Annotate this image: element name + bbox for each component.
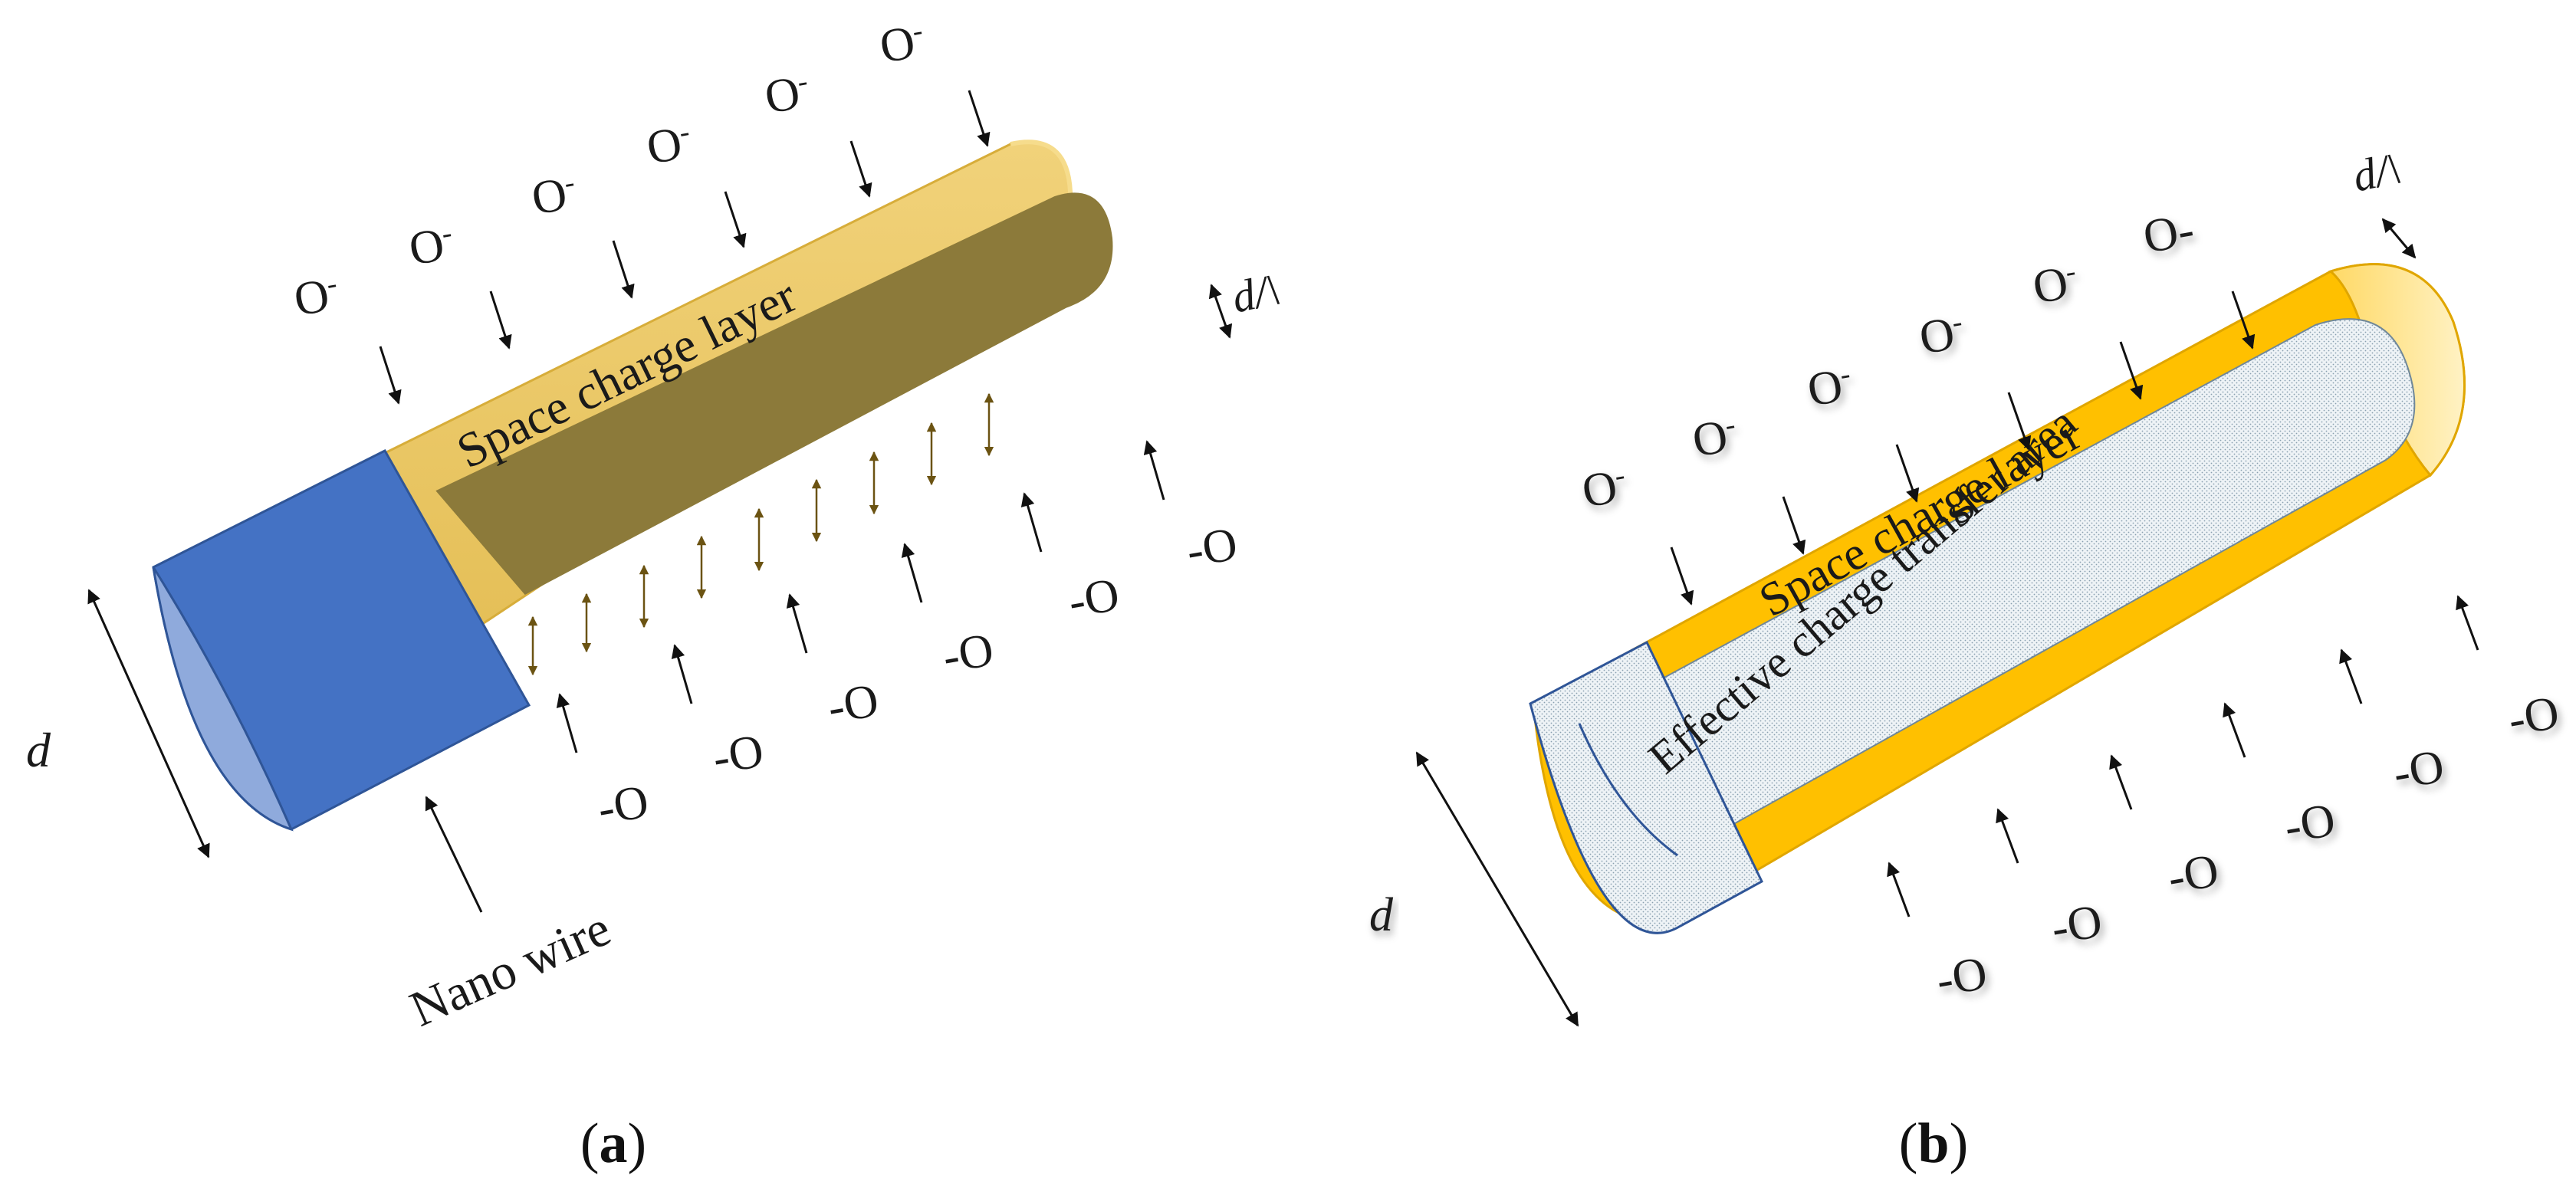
ions-below-b: -O -O -O -O -O -O: [1933, 686, 2563, 1006]
up-arrow: [2109, 754, 2133, 810]
up-arrows-a: [556, 440, 1165, 753]
up-arrow: [1143, 440, 1165, 501]
down-arrow: [1782, 496, 1806, 555]
d-prime-label-b: d/\: [2348, 143, 2404, 201]
ion-label: -O: [939, 623, 997, 683]
ion-label: -O: [1933, 947, 1991, 1006]
down-arrow: [1895, 444, 1920, 503]
ion-label-alt: O-: [2140, 203, 2198, 263]
up-arrow: [786, 593, 808, 654]
panel-a: Space charge layer d d/\ O- O- O- O- O- …: [26, 15, 1284, 1175]
down-arrow: [489, 291, 512, 350]
down-arrow: [379, 346, 402, 405]
ion-label: -O: [2048, 894, 2106, 954]
up-arrow: [2339, 648, 2363, 704]
ion-label: O-: [761, 65, 813, 124]
ion-label: O-: [1916, 306, 1968, 365]
nanowire-label: Nano wire: [402, 900, 619, 1037]
up-arrow: [556, 693, 578, 753]
ion-label: -O: [2390, 740, 2448, 799]
d-dimension-arrow-a: [87, 589, 210, 858]
ion-label: O-: [406, 217, 458, 276]
ion-label: O-: [291, 268, 343, 327]
down-arrow: [724, 191, 747, 248]
ion-label: O-: [1804, 358, 1856, 417]
up-arrow: [1020, 492, 1043, 553]
ion-label: -O: [824, 674, 882, 734]
d-label-b: d: [1369, 889, 1394, 941]
ion-label: -O: [2505, 686, 2563, 746]
down-arrows-b: [1670, 291, 2256, 606]
ion-label: O-: [876, 15, 928, 74]
d-prime-arrow-b: [2381, 218, 2417, 259]
ion-label: O-: [1689, 409, 1741, 468]
d-label-a: d: [26, 723, 51, 777]
front-face-inner-b: [1578, 723, 1678, 857]
panel-b: Space charge layer Effective charge tran…: [1369, 143, 2563, 1175]
ion-label: O-: [1579, 459, 1631, 518]
ion-label: -O: [1183, 517, 1241, 577]
up-arrow: [671, 644, 693, 704]
ion-label: O-: [2029, 255, 2082, 314]
down-arrow: [849, 140, 872, 198]
down-arrows-a: [379, 90, 991, 405]
down-arrow: [2231, 291, 2256, 350]
ion-label: -O: [1065, 568, 1123, 628]
ions-below-a: -O -O -O -O -O -O: [594, 517, 1241, 835]
down-arrow: [2119, 341, 2144, 400]
up-arrows-b: [1887, 595, 2479, 917]
caption-a: (a): [580, 1112, 646, 1175]
ion-label: -O: [709, 724, 767, 784]
ion-label: -O: [594, 775, 652, 835]
nanowire-pointer: [425, 796, 483, 913]
down-arrow: [2007, 392, 2032, 451]
d-prime-label-a: d/\: [1227, 264, 1283, 322]
inner-core-a: [435, 192, 1113, 596]
ion-label: -O: [2281, 793, 2339, 853]
up-arrow: [1887, 862, 1911, 917]
ion-label: -O: [2164, 844, 2223, 904]
down-arrow: [968, 90, 991, 147]
down-arrow: [1670, 547, 1694, 606]
up-arrow: [2456, 595, 2479, 651]
d-prime-arrow-a: [1208, 284, 1233, 339]
ions-above-b: O- O- O- O- O- O-: [1579, 203, 2198, 517]
up-arrow: [1996, 808, 2019, 864]
caption-b: (b): [1899, 1112, 1968, 1175]
down-arrow: [612, 240, 635, 299]
ions-above-a: O- O- O- O- O- O-: [291, 15, 928, 327]
d-dimension-arrow-b: [1415, 751, 1579, 1027]
up-arrow: [2223, 702, 2246, 758]
up-arrow: [901, 543, 923, 603]
radial-arrows-a: [527, 392, 994, 676]
ion-label: O-: [528, 166, 580, 225]
ion-label: O-: [643, 116, 695, 175]
